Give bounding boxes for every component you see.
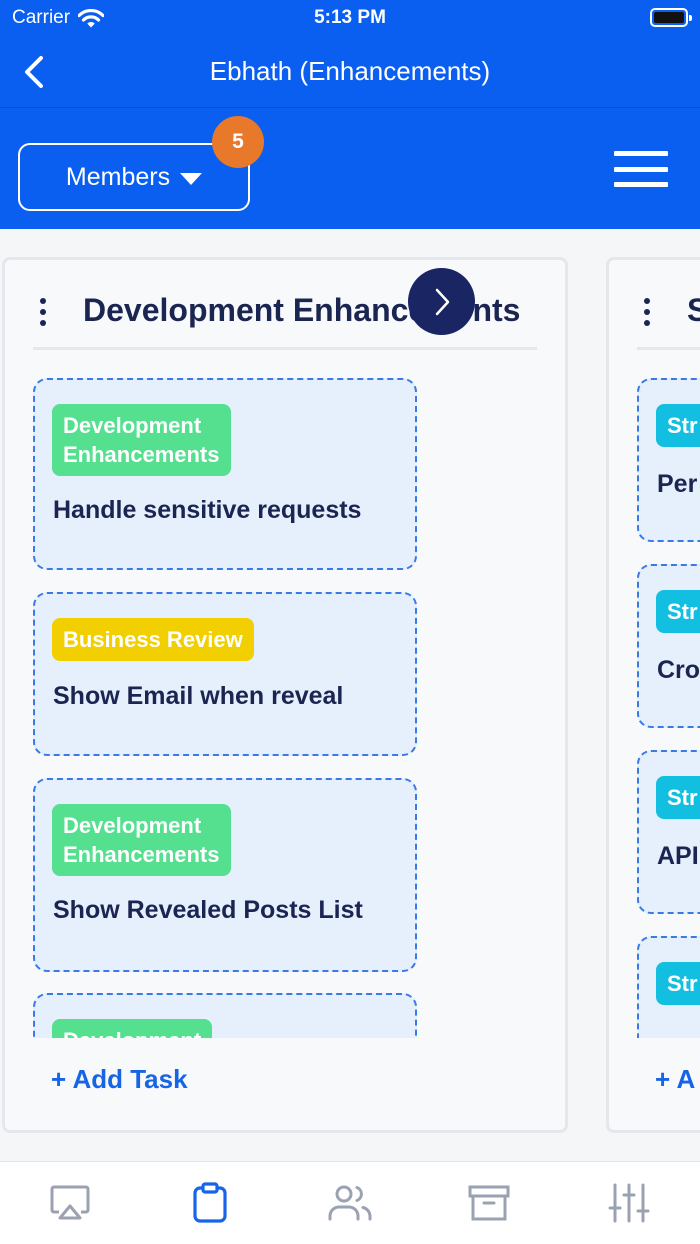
wifi-icon (78, 8, 105, 27)
task-title: Per (657, 470, 698, 498)
navigation-bar: Ebhath (Enhancements) (0, 36, 700, 108)
add-task-button[interactable]: + Add Task (51, 1064, 188, 1094)
screen-share-icon (50, 1185, 90, 1220)
archive-icon (468, 1185, 510, 1221)
column-header: S (637, 288, 700, 350)
task-tag: Business Review (52, 618, 254, 661)
tab-settings[interactable] (606, 1180, 652, 1226)
users-icon (328, 1185, 372, 1221)
task-card[interactable]: Str (637, 936, 700, 1038)
more-vertical-icon[interactable] (643, 298, 651, 326)
tab-board[interactable] (187, 1180, 233, 1226)
task-card[interactable]: Str Per (637, 378, 700, 542)
column-title: S (687, 292, 700, 329)
clipboard-icon (193, 1182, 227, 1223)
back-button[interactable] (16, 50, 52, 94)
hamburger-menu-icon[interactable] (614, 151, 668, 187)
add-task-button[interactable]: + A (655, 1064, 696, 1094)
chevron-left-icon (25, 56, 43, 88)
task-title: Handle sensitive requests (53, 496, 362, 524)
chevron-right-icon (435, 288, 449, 315)
task-card[interactable]: Business Review Show Email when reveal (33, 592, 417, 756)
board-column: S Str Per Str Cro Str API Str + A (606, 257, 700, 1133)
battery-icon (650, 8, 692, 27)
members-dropdown-button[interactable]: Members (18, 143, 250, 211)
carrier: Carrier (12, 7, 105, 29)
task-card[interactable]: Str Cro (637, 564, 700, 728)
members-count-badge: 5 (212, 116, 264, 168)
task-title: API (657, 842, 699, 870)
task-title: Cro (657, 656, 700, 684)
status-bar: Carrier 5:13 PM (0, 0, 700, 36)
more-vertical-icon[interactable] (39, 298, 47, 326)
tab-screen[interactable] (47, 1180, 93, 1226)
task-tag: Development (52, 1019, 213, 1038)
task-tag: Str (656, 962, 700, 1005)
caret-down-icon (180, 172, 203, 185)
card-list[interactable]: Str Per Str Cro Str API Str (637, 378, 700, 1038)
task-card[interactable]: Development (33, 993, 417, 1038)
tab-members[interactable] (327, 1180, 373, 1226)
task-title: Show Revealed Posts List (53, 896, 363, 924)
tab-archive[interactable] (466, 1180, 512, 1226)
task-card[interactable]: Str API (637, 750, 700, 914)
carrier-label: Carrier (12, 7, 71, 28)
tab-bar (0, 1161, 700, 1244)
task-title: Show Email when reveal (53, 682, 344, 710)
app-header: Carrier 5:13 PM Ebhath (Enhancements) Me… (0, 0, 700, 229)
page-title: Ebhath (Enhancements) (209, 56, 491, 86)
sliders-icon (608, 1183, 650, 1223)
task-tag: Str (656, 404, 700, 447)
scroll-right-button[interactable] (408, 268, 475, 335)
task-tag: Str (656, 776, 700, 819)
members-label: Members (65, 162, 171, 191)
status-time: 5:13 PM (314, 7, 386, 28)
task-tag: Str (656, 590, 700, 633)
